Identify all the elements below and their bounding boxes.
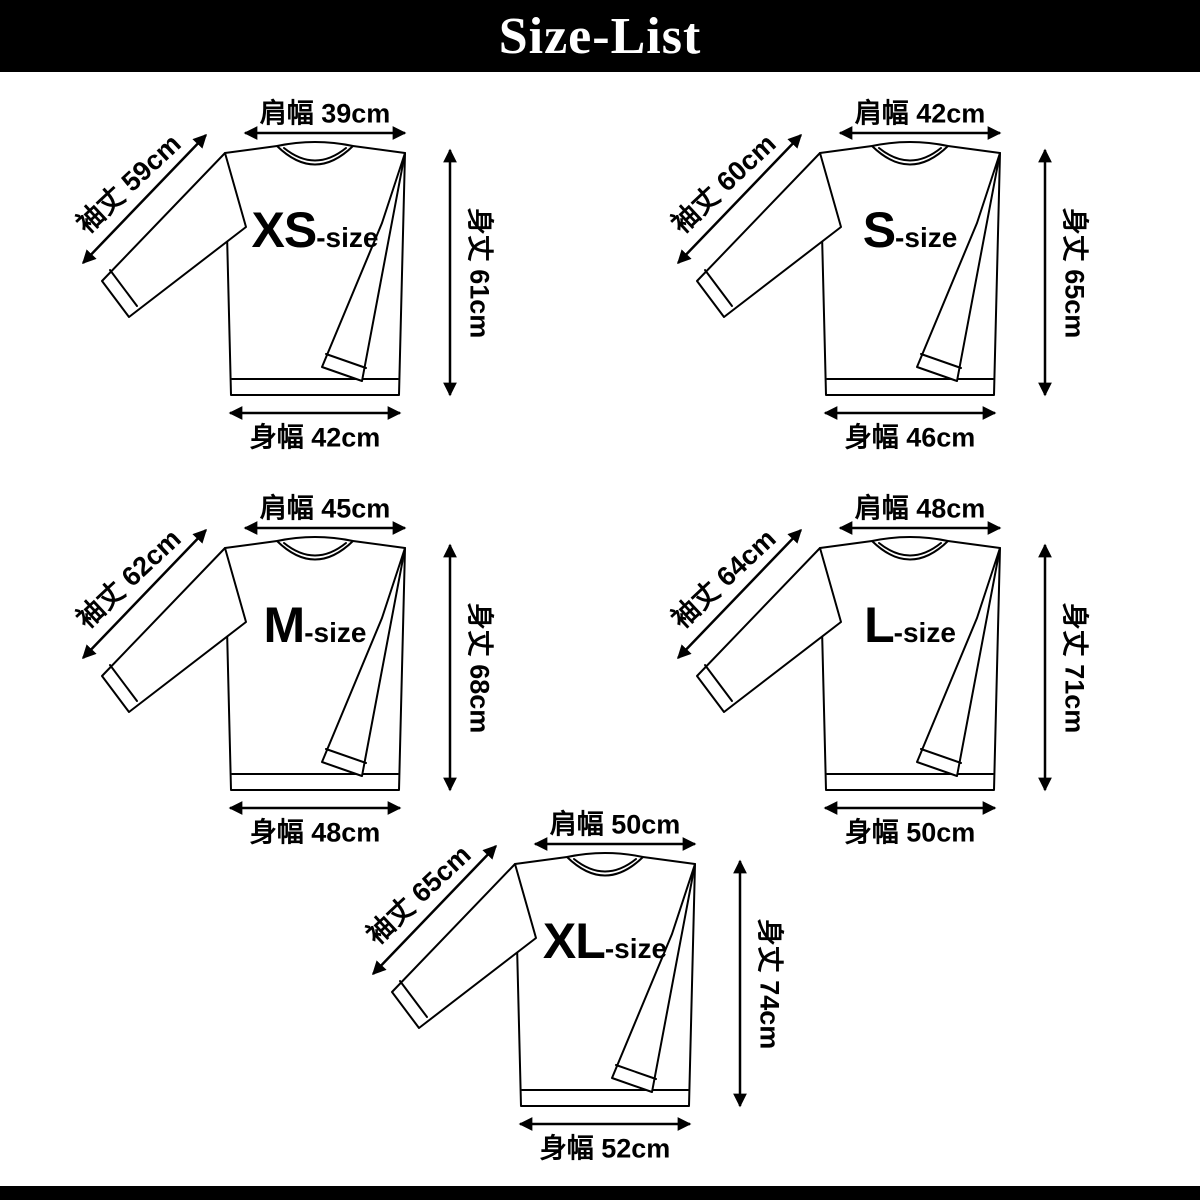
sleeve-length-arrow: [82, 134, 207, 264]
collar-outer: [871, 540, 949, 561]
right-sleeve: [611, 863, 696, 1093]
collar-inner: [283, 147, 347, 162]
collar-outer: [276, 540, 354, 561]
shoulder-width-label: 肩幅 39cm: [259, 98, 391, 129]
left-cuff-line: [399, 980, 428, 1018]
size-panel-m: 肩幅 45cm 袖丈 62cm 身丈 68cm 身幅 48cm M-size: [30, 490, 590, 870]
body-width-label: 身幅 50cm: [844, 817, 976, 848]
header-bar: Size-List: [0, 0, 1200, 72]
right-cuff-line: [325, 353, 367, 369]
body-length-label: 身丈 68cm: [464, 602, 495, 734]
shirt-diagram: [677, 521, 1052, 815]
collar-inner: [878, 542, 942, 557]
shirt-diagram: [372, 837, 747, 1131]
sleeve-length-arrow: [677, 134, 802, 264]
body-length-label: 身丈 65cm: [1059, 207, 1090, 339]
page-title: Size-List: [498, 7, 702, 65]
collar-outer: [566, 856, 644, 877]
right-sleeve: [321, 152, 406, 382]
left-cuff-line: [704, 269, 733, 307]
size-name: L-size: [864, 597, 956, 653]
right-sleeve: [916, 547, 1001, 777]
sleeve-length-arrow: [372, 845, 497, 975]
right-cuff-line: [920, 748, 962, 764]
collar-inner: [283, 542, 347, 557]
body-width-label: 身幅 46cm: [844, 422, 976, 453]
size-name: S-size: [862, 202, 958, 258]
size-panel-l: 肩幅 48cm 袖丈 64cm 身丈 71cm 身幅 50cm L-size: [625, 490, 1185, 870]
shirt-diagram: [82, 126, 457, 420]
shoulder-width-label: 肩幅 45cm: [259, 493, 391, 524]
sleeve-length-arrow: [677, 529, 802, 659]
sleeve-length-arrow: [82, 529, 207, 659]
size-panel-xl: 肩幅 50cm 袖丈 65cm 身丈 74cm 身幅 52cm XL-size: [320, 806, 880, 1186]
body-length-label: 身丈 61cm: [464, 207, 495, 339]
right-cuff-line: [615, 1064, 657, 1080]
left-cuff-line: [109, 664, 138, 702]
right-sleeve: [916, 152, 1001, 382]
bottom-divider-bar: [0, 1186, 1200, 1200]
right-cuff-line: [325, 748, 367, 764]
left-cuff-line: [109, 269, 138, 307]
collar-outer: [276, 145, 354, 166]
body-length-label: 身丈 74cm: [754, 918, 785, 1050]
collar-inner: [573, 858, 637, 873]
collar-inner: [878, 147, 942, 162]
body-width-label: 身幅 52cm: [539, 1133, 671, 1164]
shirt-diagram: [677, 126, 1052, 420]
size-panel-s: 肩幅 42cm 袖丈 60cm 身丈 65cm 身幅 46cm S-size: [625, 95, 1185, 475]
size-panel-xs: 肩幅 39cm 袖丈 59cm 身丈 61cm 身幅 42cm XS-size: [30, 95, 590, 475]
size-name: XL-size: [542, 913, 668, 969]
right-sleeve: [321, 547, 406, 777]
right-cuff-line: [920, 353, 962, 369]
left-cuff-line: [704, 664, 733, 702]
body-width-label: 身幅 48cm: [249, 817, 381, 848]
size-name: M-size: [263, 597, 367, 653]
body-width-label: 身幅 42cm: [249, 422, 381, 453]
collar-outer: [871, 145, 949, 166]
shoulder-width-label: 肩幅 50cm: [549, 809, 681, 840]
body-length-label: 身丈 71cm: [1059, 602, 1090, 734]
shoulder-width-label: 肩幅 42cm: [854, 98, 986, 129]
size-name: XS-size: [251, 202, 379, 258]
shoulder-width-label: 肩幅 48cm: [854, 493, 986, 524]
shirt-diagram: [82, 521, 457, 815]
